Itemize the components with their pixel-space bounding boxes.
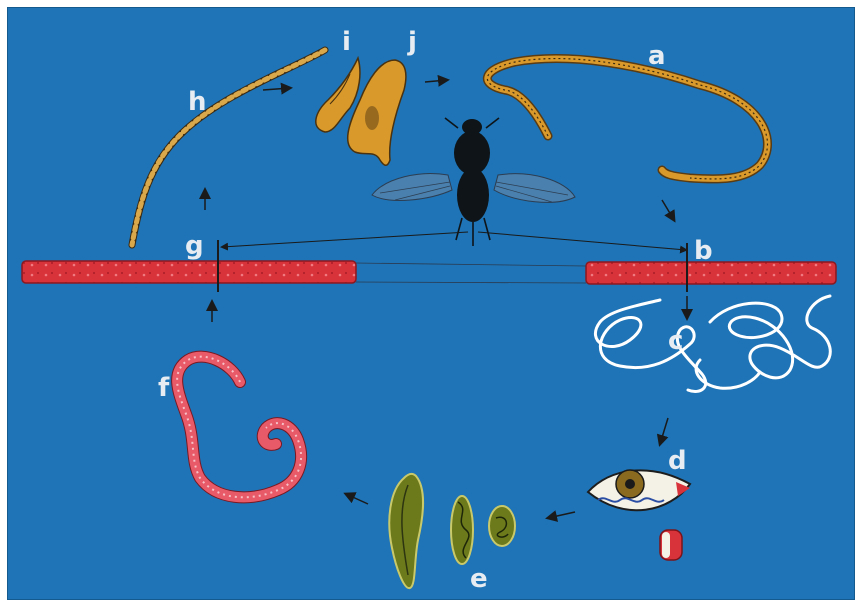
- stage-arrow-c-d: [660, 418, 668, 444]
- label-f: f: [158, 373, 170, 403]
- microfilaria-stage-e: [389, 474, 423, 588]
- label-j: j: [407, 27, 417, 57]
- label-g: g: [185, 231, 204, 261]
- label-e: e: [470, 564, 488, 594]
- embryo-egg-e: [489, 506, 515, 546]
- label-b: b: [694, 236, 713, 266]
- adult-worms-c: [595, 296, 830, 392]
- label-h: h: [188, 87, 207, 117]
- skin-strip-left: [22, 261, 356, 283]
- fly-to-skin-arrows: [222, 232, 686, 250]
- embryo-coiled-e: [451, 496, 473, 564]
- label-d: d: [668, 446, 687, 476]
- larva-stage-h: [132, 50, 325, 245]
- eye-stage-d: [588, 470, 690, 560]
- label-c: c: [668, 326, 683, 356]
- label-i: i: [342, 27, 351, 57]
- dermis-lines: [356, 263, 586, 283]
- stage-arrows-top: [205, 80, 674, 220]
- label-a: a: [648, 41, 666, 71]
- larva-stage-f: [177, 357, 301, 498]
- larva-stage-a: [487, 59, 767, 179]
